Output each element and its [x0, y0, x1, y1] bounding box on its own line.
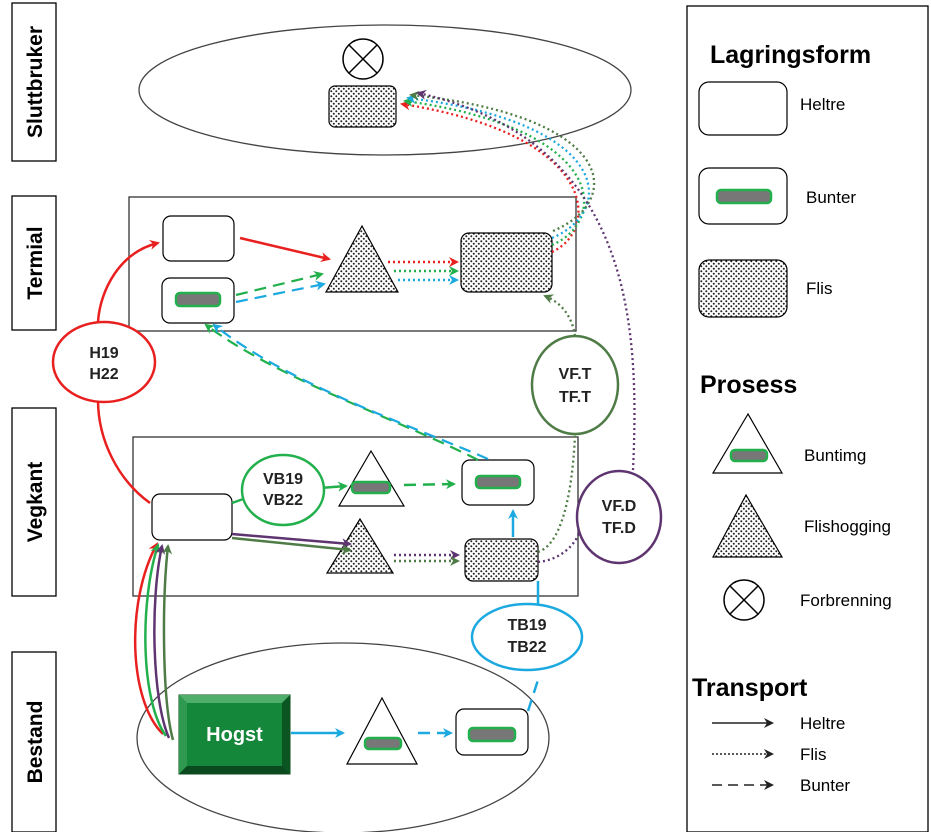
- level-bestand: Bestand: [11, 651, 57, 832]
- legend-heltre-icon: [698, 81, 788, 136]
- vegkant-bunter-storage: [461, 459, 535, 506]
- label-h: H19 H22: [51, 320, 157, 404]
- termial-zone: [128, 196, 577, 332]
- level-vegkant: Vegkant: [11, 407, 57, 597]
- flow-vegkant-vft: [537, 434, 577, 554]
- sluttbruker-zone: [138, 24, 632, 156]
- bestand-bunter-storage: [455, 708, 529, 756]
- flow-vegkant-h: [96, 399, 151, 505]
- level-sluttbruker-label: Sluttbruker: [24, 26, 47, 138]
- hogst-block: Hogst: [178, 694, 291, 775]
- flow-termial-sluttbruker-red: [400, 100, 580, 254]
- flow-termial-bunter-flishogging-blue: [235, 280, 326, 304]
- label-vft-line2: TF.T: [559, 389, 591, 406]
- termial-flis-storage: [460, 232, 553, 293]
- level-termial: Termial: [11, 195, 57, 331]
- flow-heltre-flishogging-purple: [231, 532, 352, 549]
- vegkant-flis-storage: [464, 538, 539, 582]
- legend-transport-bunter-label: Bunter: [800, 776, 850, 795]
- level-termial-label: Termial: [24, 226, 47, 299]
- flow-hogst-heltre-red: [133, 542, 164, 735]
- label-vfd: VF.D TF.D: [575, 469, 663, 565]
- vegkant-heltre-storage: [151, 493, 233, 541]
- legend-buntimg-label: Buntimg: [804, 446, 866, 465]
- label-h-line1: H19: [89, 345, 118, 362]
- flow-termial-bunter-flishogging-green: [235, 271, 324, 297]
- termial-bunter-storage: [161, 277, 235, 324]
- legend-flis-label: Flis: [806, 279, 832, 298]
- legend-flishogging-icon: [712, 493, 784, 558]
- hogst-label: Hogst: [206, 724, 263, 746]
- label-vft-line1: VF.T: [559, 366, 592, 383]
- level-vegkant-label: Vegkant: [24, 462, 47, 543]
- label-h-line2: H22: [89, 366, 118, 383]
- legend-lagringsform-title: Lagringsform: [710, 41, 871, 69]
- label-vfd-line1: VF.D: [602, 498, 637, 515]
- legend-flis-icon: [698, 259, 788, 318]
- level-sluttbruker: Sluttbruker: [11, 2, 57, 162]
- label-tb-line2: TB22: [507, 639, 546, 656]
- legend-bunter-label: Bunter: [806, 188, 856, 207]
- legend-heltre-label: Heltre: [800, 95, 845, 114]
- label-vb-line1: VB19: [263, 471, 303, 488]
- flow-hogst-heltre-darkgreen: [162, 544, 175, 741]
- flow-vegkant-termial-bunter-green: [204, 323, 479, 461]
- legend: Lagringsform Heltre Bunter Flis Prosess …: [686, 5, 929, 832]
- legend-forbrenning-icon: [723, 579, 765, 621]
- flow-vegkant-buntimg-bunter: [403, 479, 456, 490]
- flow-hogst-heltre-green: [144, 543, 168, 737]
- sluttbruker-flis-storage: [328, 85, 397, 128]
- label-tb: TB19 TB22: [470, 602, 584, 672]
- label-tb-line1: TB19: [507, 617, 546, 634]
- flow-vft-termial: [543, 294, 577, 337]
- label-vb: VB19 VB22: [240, 453, 326, 527]
- flow-vegkant-vfd: [537, 529, 582, 564]
- bestand-zone: [136, 642, 550, 832]
- termial-heltre-storage: [162, 215, 235, 262]
- flow-heltre-flishogging-dgreen: [231, 536, 352, 555]
- legend-buntimg-icon: [711, 412, 784, 474]
- label-vft: VF.T TF.T: [530, 334, 620, 436]
- flow-vfd-sluttbruker: [416, 89, 636, 471]
- legend-transport-heltre-label: Heltre: [800, 714, 845, 733]
- legend-transport-title: Transport: [692, 674, 808, 702]
- termial-flishogging-icon: [324, 224, 400, 293]
- level-bestand-label: Bestand: [24, 701, 47, 784]
- flow-termial-sluttbruker-dgreen: [409, 90, 596, 233]
- legend-transport-flis-label: Flis: [800, 745, 826, 764]
- legend-bunter-icon: [698, 167, 788, 225]
- flow-termial-sluttbruker-green: [403, 97, 586, 247]
- vegkant-flishogging-icon: [325, 517, 395, 574]
- flow-h-termial: [96, 239, 160, 323]
- flow-termial-sluttbruker-blue: [406, 93, 591, 240]
- vegkant-buntimg-icon: [337, 449, 406, 507]
- legend-prosess-title: Prosess: [700, 371, 797, 399]
- label-vfd-line2: TF.D: [602, 520, 636, 537]
- flow-termial-heltre-flishogging: [239, 236, 331, 263]
- flow-vegkant-termial-bunter-blue: [212, 323, 489, 461]
- legend-forbrenning-label: Forbrenning: [800, 591, 892, 610]
- legend-flishogging-label: Flishogging: [804, 517, 891, 536]
- bestand-buntimg-icon: [346, 696, 418, 765]
- label-vb-line2: VB22: [263, 492, 303, 509]
- legend-frame: [686, 5, 929, 832]
- flow-hogst-heltre-purple: [153, 544, 171, 739]
- flow-bestand-tb: [526, 679, 540, 712]
- forbrenning-icon: [342, 38, 384, 80]
